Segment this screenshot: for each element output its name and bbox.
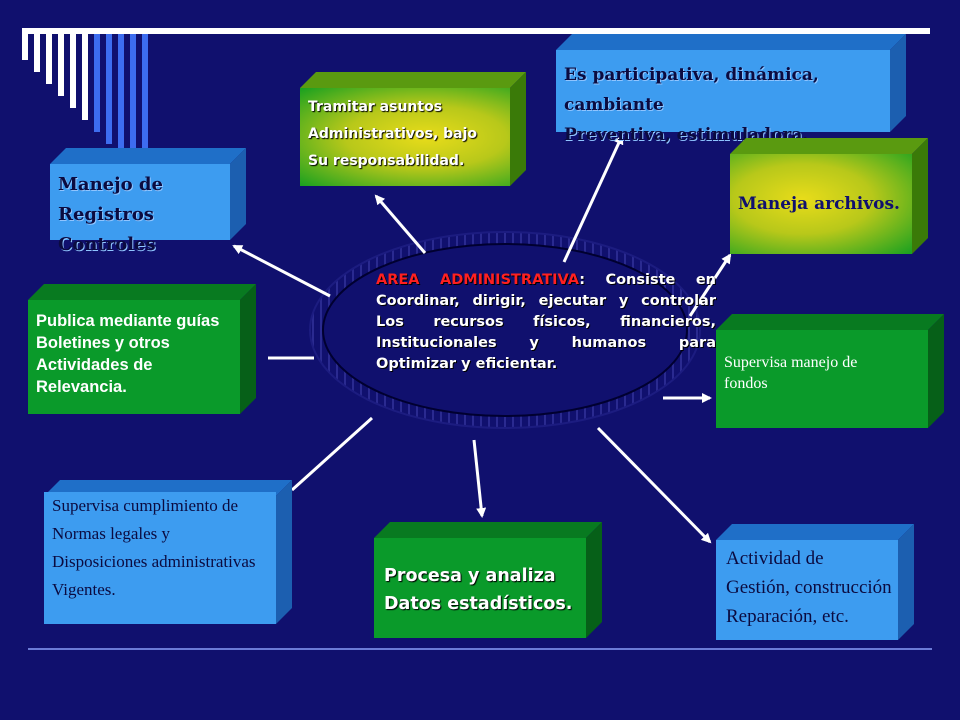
line-to-normas [290,416,374,492]
bottom-rule [28,648,932,650]
center-body: : Consiste en Coordinar, dirigir, ejecut… [376,272,716,372]
box-tramitar-text: Tramitar asuntos Administrativos, bajo S… [308,99,478,169]
box-estadisticos-text: Procesa y analiza Datos estadísticos. [384,566,573,614]
box-publica-text: Publica mediante guías Boletines y otros… [36,312,220,396]
box-normas-text: Supervisa cumplimiento de Normas legales… [52,496,256,599]
box-participativa-text: Es participativa, dinámica, cambiante Pr… [564,65,819,145]
center-lead: AREA ADMINISTRATIVA [376,272,580,288]
arrow-to-participativa [562,134,624,263]
box-archivos-text: Maneja archivos. [738,194,900,214]
arrow-to-tramitar [374,194,427,254]
arrow-to-registros [232,244,331,298]
arrow-to-gestion [596,426,712,544]
center-description: AREA ADMINISTRATIVA: Consiste en Coordin… [376,270,716,375]
arrow-to-estadisticos [472,439,487,518]
box-fondos-text: Supervisa manejo de fondos [724,354,858,392]
top-rule [22,28,930,34]
box-registros-text: Manejo de Registros Controles [58,174,163,255]
box-gestion-text: Actividad de Gestión, construcción Repar… [726,548,892,627]
center-ellipse [322,243,688,417]
arrow-to-archivos [688,253,732,317]
